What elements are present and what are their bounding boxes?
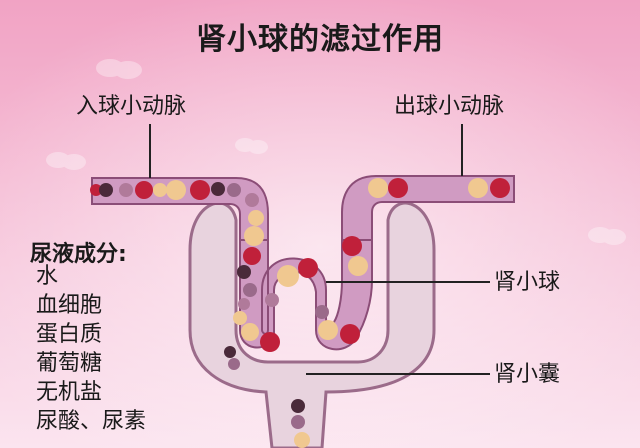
list-item: 蛋白质 (36, 322, 103, 347)
bowman-capsule (188, 201, 436, 448)
urine-components-heading: 尿液成分: (30, 242, 127, 267)
blood-cells (90, 178, 510, 448)
efferent-arteriole-label: 出球小动脉 (394, 94, 505, 119)
list-item: 葡萄糖 (36, 351, 103, 376)
diagram-title: 肾小球的滤过作用 (196, 22, 444, 57)
glomerulus-label: 肾小球 (494, 270, 561, 295)
list-item: 无机盐 (36, 380, 103, 405)
list-item: 血细胞 (36, 293, 103, 318)
urine-components-list: 水 血细胞 蛋白质 葡萄糖 无机盐 尿酸、尿素 (36, 262, 146, 436)
afferent-arteriole-label: 入球小动脉 (76, 94, 187, 119)
list-item: 尿酸、尿素 (36, 409, 147, 434)
butterfly-decoration (46, 59, 626, 245)
list-item: 水 (36, 264, 59, 289)
bowman-capsule-label: 肾小囊 (494, 362, 561, 387)
